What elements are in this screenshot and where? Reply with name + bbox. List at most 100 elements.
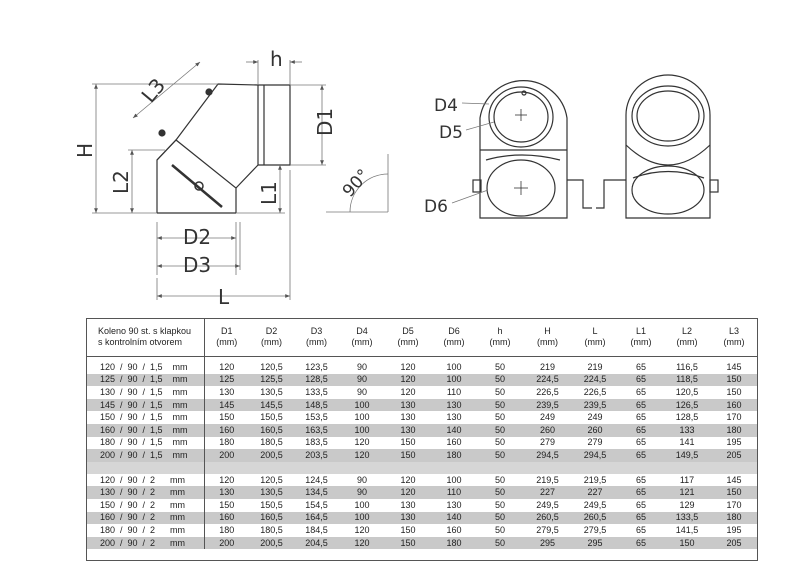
table-cell: 180 xyxy=(710,511,758,525)
table-cell: 133 xyxy=(664,423,710,437)
table-cell: 90 xyxy=(356,386,367,397)
row-label: 150 / 90 / 2 mm xyxy=(86,498,205,512)
label-d4: D4 xyxy=(434,96,458,116)
col-header-d6: D6(mm) xyxy=(431,318,477,357)
table-cell: 260 xyxy=(572,423,618,437)
table-cell: 150 xyxy=(400,524,416,535)
table-cell: 150 xyxy=(710,486,758,499)
table-cell: 163,5 xyxy=(294,423,339,437)
spec-table: Koleno 90 st. s klapkou s kontrolním otv… xyxy=(86,318,758,550)
table-cell: 150,5 xyxy=(260,499,283,510)
table-body: 120 / 90 / 1,5 mm 120 120,5 123,5 90 120 100 50… xyxy=(86,356,758,550)
table-cell: 130 xyxy=(400,412,416,423)
label-l: L xyxy=(218,285,230,309)
col-header-l2: L2(mm) xyxy=(664,318,710,357)
table-cell: 227 xyxy=(572,486,618,499)
table-cell: 124,5 xyxy=(305,474,328,485)
table-cell: 145 xyxy=(726,474,742,485)
table-cell: 249,5 xyxy=(536,499,559,510)
table-cell: 50 xyxy=(494,524,505,535)
col-header-h: h(mm) xyxy=(477,318,523,357)
table-cell: 90 xyxy=(356,474,367,485)
table-cell: 121 xyxy=(664,486,710,499)
table-header-row: Koleno 90 st. s klapkou s kontrolním otv… xyxy=(86,318,758,357)
table-cell: 153,5 xyxy=(305,412,328,423)
table-cell: 50 xyxy=(494,386,505,397)
table-cell: 125,5 xyxy=(249,373,294,387)
table-cell: 239,5 xyxy=(572,398,618,412)
table-cell: 65 xyxy=(635,437,646,448)
table-cell: 50 xyxy=(477,486,523,499)
table-cell: 145 xyxy=(726,361,742,372)
table-cell: 118,5 xyxy=(664,373,710,387)
row-label: 130 / 90 / 2 mm xyxy=(86,486,205,499)
table-cell: 130 xyxy=(385,398,431,412)
table-cell: 180 xyxy=(219,437,235,448)
table-cell: 50 xyxy=(477,423,523,437)
table-cell: 130 xyxy=(204,486,249,499)
row-label: 120 / 90 / 2 mm xyxy=(86,473,205,487)
col-header-l1: L1(mm) xyxy=(618,318,664,357)
row-label: 180 / 90 / 2 mm xyxy=(86,524,205,537)
table-cell: 226,5 xyxy=(583,386,607,397)
table-cell: 150 xyxy=(219,412,235,423)
table-cell: 50 xyxy=(477,536,523,550)
row-label: 120 / 90 / 1,5 mm xyxy=(86,361,205,374)
table-cell: 260 xyxy=(523,423,572,437)
table-cell: 50 xyxy=(494,499,505,510)
table-cell: 120 xyxy=(400,474,416,485)
col-header-H: H(mm) xyxy=(523,318,572,357)
table-cell: 65 xyxy=(635,499,646,510)
table-cell: 249,5 xyxy=(583,499,607,510)
table-cell: 180,5 xyxy=(260,437,283,448)
label-l1: L1 xyxy=(257,181,281,205)
table-cell: 126,5 xyxy=(664,398,710,412)
label-d1: D1 xyxy=(313,108,337,136)
table-cell: 239,5 xyxy=(523,398,572,412)
col-header-d2: D2(mm) xyxy=(249,318,294,357)
elbow-front-view xyxy=(472,80,592,219)
table-cell: 164,5 xyxy=(294,511,339,525)
table-cell: 100 xyxy=(446,474,462,485)
table-cell: 184,5 xyxy=(305,524,328,535)
table-cell: 50 xyxy=(494,361,505,372)
label-l2: L2 xyxy=(109,170,133,194)
table-cell: 90 xyxy=(339,373,385,387)
table-cell: 90 xyxy=(356,361,367,372)
table-cell: 204,5 xyxy=(294,536,339,550)
table-cell: 195 xyxy=(726,437,742,448)
label-l3: L3 xyxy=(136,73,170,107)
table-cell: 260,5 xyxy=(572,511,618,525)
table-cell: 141 xyxy=(679,437,695,448)
table-cell: 50 xyxy=(494,437,505,448)
table-cell: 133,5 xyxy=(664,511,710,525)
table-cell: 50 xyxy=(494,412,505,423)
table-cell: 110 xyxy=(446,386,462,397)
table-cell: 200 xyxy=(204,449,249,462)
table-cell: 227 xyxy=(523,486,572,499)
label-d2: D2 xyxy=(183,225,211,249)
table-cell: 279,5 xyxy=(536,524,559,535)
table-cell: 160 xyxy=(446,524,462,535)
table-cell: 170 xyxy=(726,412,742,423)
label-angle: 90° xyxy=(339,166,374,202)
table-cell: 200,5 xyxy=(249,536,294,550)
table-cell: 100 xyxy=(339,423,385,437)
table-cell: 160 xyxy=(204,423,249,437)
table-cell: 120 xyxy=(400,386,416,397)
table-cell: 65 xyxy=(618,449,664,462)
table-cell: 120 xyxy=(354,524,370,535)
table-cell: 149,5 xyxy=(664,449,710,462)
table-cell: 123,5 xyxy=(305,361,328,372)
table-cell: 140 xyxy=(431,511,477,525)
row-label: 145 / 90 / 1,5 mm xyxy=(86,398,205,412)
label-d5: D5 xyxy=(439,123,463,143)
table-cell: 120,5 xyxy=(675,386,699,397)
col-header-l3: L3(mm) xyxy=(710,318,758,357)
